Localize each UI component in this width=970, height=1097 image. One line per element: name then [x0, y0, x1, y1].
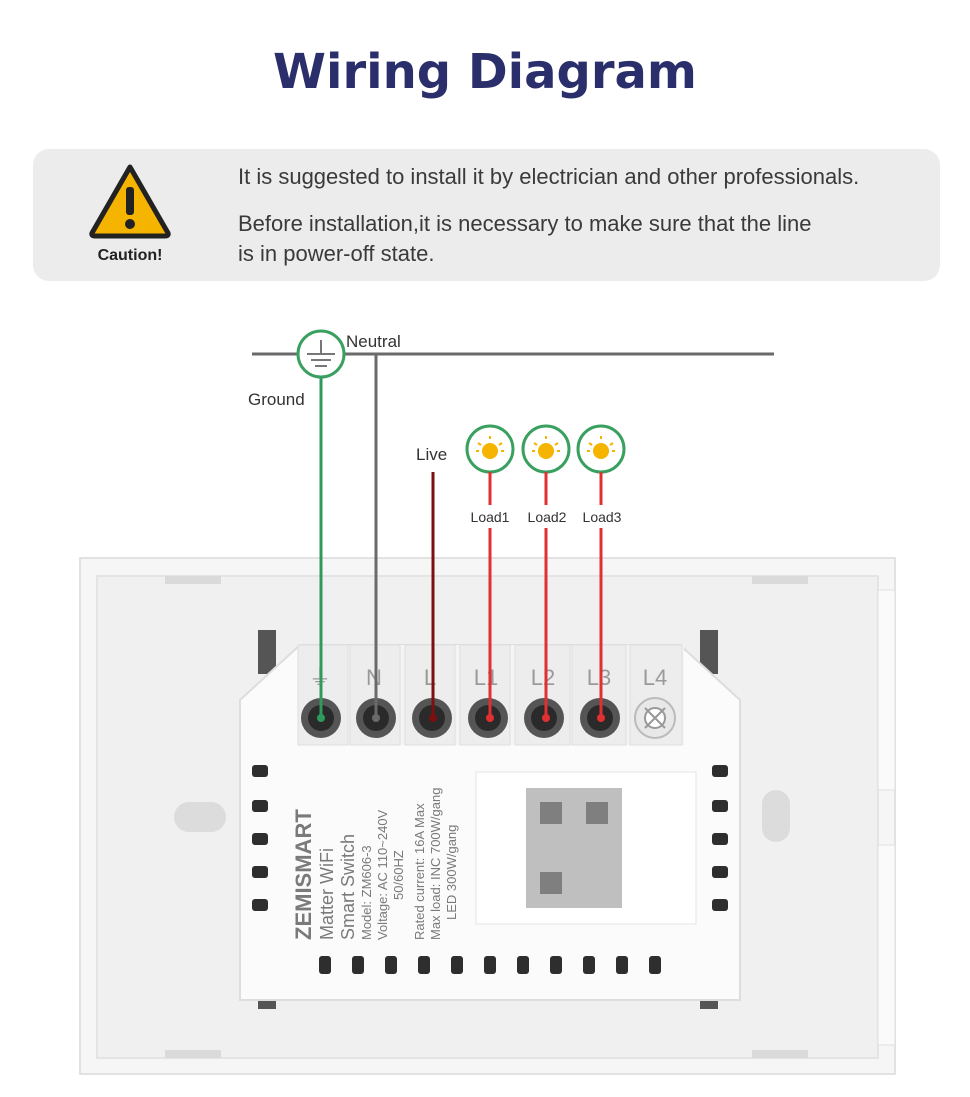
caution-line-2b: is in power-off state. [238, 241, 435, 266]
caution-line-2a: Before installation,it is necessary to m… [238, 211, 812, 236]
neutral-label: Neutral [346, 332, 401, 351]
model-text: Model: ZM606-3 [359, 845, 374, 940]
ground-symbol-icon [296, 329, 346, 379]
terminal-l1-label: L1 [474, 665, 498, 690]
terminal-l3-label: L3 [587, 665, 611, 690]
led-load-text: LED 300W/gang [444, 825, 459, 920]
product-name-line1: Matter WiFi [317, 848, 337, 940]
terminal-l2-label: L2 [531, 665, 555, 690]
load2-bulb-icon [521, 424, 571, 474]
wiring-diagram: Neutral Ground Live Load1 Load2 Load3 [79, 329, 896, 1075]
ground-label: Ground [248, 390, 305, 409]
load1-bulb-icon [465, 424, 515, 474]
caution-box: Caution! It is suggested to install it b… [33, 149, 940, 281]
caution-line-1: It is suggested to install it by electri… [238, 164, 860, 189]
page-title: Wiring Diagram [273, 44, 697, 100]
caution-label: Caution! [97, 247, 163, 264]
terminal-l4-screw [634, 697, 676, 739]
product-name-line2: Smart Switch [338, 834, 358, 940]
warning-triangle-icon [89, 164, 171, 239]
voltage-text: Voltage: AC 110~240V [375, 809, 390, 940]
terminal-l4-label: L4 [643, 665, 667, 690]
live-label: Live [416, 445, 447, 464]
load2-label: Load2 [528, 509, 567, 525]
load3-label: Load3 [583, 509, 622, 525]
terminal-n-label: N [366, 665, 382, 690]
load1-label: Load1 [471, 509, 510, 525]
brand-name: ZEMISMART [291, 809, 316, 940]
load3-bulb-icon [576, 424, 626, 474]
rated-current-text: Rated current: 16A Max [412, 803, 427, 940]
max-load-text: Max load: INC 700W/gang [428, 788, 443, 940]
frequency-text: 50/60HZ [391, 850, 406, 900]
